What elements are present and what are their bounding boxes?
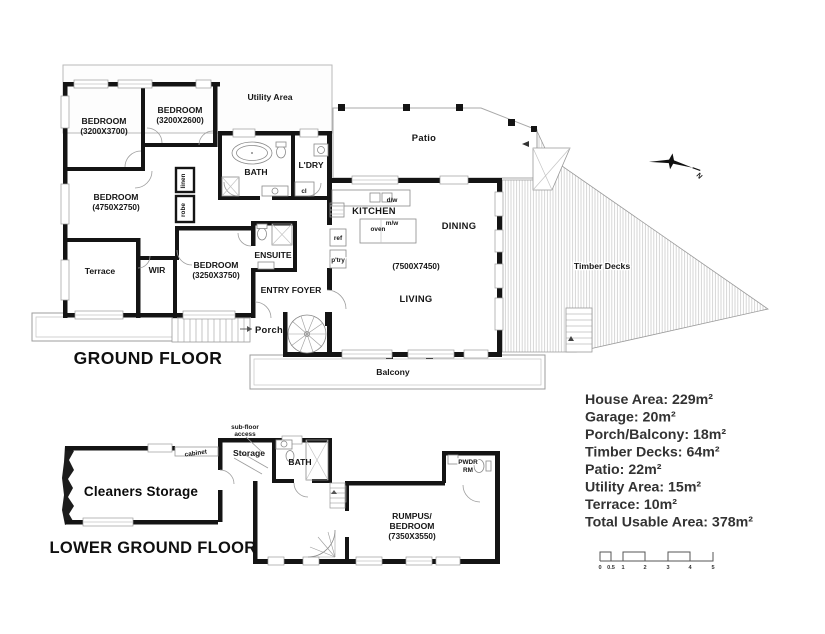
scale-tick-2: 2 bbox=[643, 565, 646, 571]
room-label-bedroom-4: BEDROOM bbox=[194, 260, 239, 270]
room-label-entry-foyer: ENTRY FOYER bbox=[261, 285, 322, 295]
room-label-timber-decks: Timber Decks bbox=[574, 261, 630, 271]
scale-tick-1: 1 bbox=[621, 565, 624, 571]
rock-wall bbox=[62, 446, 74, 525]
scale-tick-0: 0 bbox=[598, 565, 601, 571]
bathroom-fixtures bbox=[174, 141, 329, 270]
lower-ground-floor-title: LOWER GROUND FLOOR bbox=[49, 539, 256, 557]
scale-tick-5: 5 bbox=[711, 565, 714, 571]
label-cabinet: cabinet bbox=[184, 448, 208, 458]
label-sub-floor-access-line1: sub-floor bbox=[231, 424, 259, 431]
summary-total-usable-area: Total Usable Area: 378m² bbox=[585, 515, 753, 531]
lower-ground-floor-details bbox=[219, 436, 492, 558]
ground-floor-title: GROUND FLOOR bbox=[74, 348, 223, 368]
ground-floor-plan: Utility Area BEDROOM (3200X3700) BEDROOM… bbox=[31, 64, 769, 390]
lower-ground-floor-plan: sub-floor access Storage cabinet BATH Cl… bbox=[49, 424, 500, 566]
room-dims-bedroom-4: (3250X3750) bbox=[192, 271, 240, 280]
scale-tick-3: 3 bbox=[666, 565, 669, 571]
timber-decks-hatch bbox=[501, 130, 769, 353]
room-dims-bedroom-3: (4750X2750) bbox=[92, 203, 140, 212]
room-label-storage: Storage bbox=[233, 448, 265, 458]
room-label-dining: DINING bbox=[442, 220, 477, 231]
scale-bar: 0 0.5 1 2 3 4 5 bbox=[598, 551, 715, 571]
room-label-laundry: L'DRY bbox=[298, 160, 323, 170]
room-dims-rumpus: (7350X3550) bbox=[388, 532, 436, 541]
summary-timber-decks: Timber Decks: 64m² bbox=[585, 445, 720, 461]
room-label-bedroom-2: BEDROOM bbox=[158, 105, 203, 115]
room-label-bath: BATH bbox=[244, 167, 267, 177]
summary-terrace: Terrace: 10m² bbox=[585, 497, 677, 513]
fixture-label-microwave: m/w bbox=[386, 220, 398, 227]
summary-utility-area: Utility Area: 15m² bbox=[585, 480, 701, 496]
annotation-cleaners-storage: Cleaners Storage bbox=[84, 484, 199, 499]
room-label-patio: Patio bbox=[412, 132, 436, 143]
room-label-kitchen: KITCHEN bbox=[352, 205, 396, 216]
utility-area-outline bbox=[62, 64, 333, 134]
room-label-rumpus-line2: BEDROOM bbox=[390, 521, 435, 531]
room-dims-bedroom-2: (3200X2600) bbox=[156, 116, 204, 125]
north-label: N bbox=[694, 172, 703, 180]
summary-house-area: House Area: 229m² bbox=[585, 392, 713, 408]
ground-floor-walls bbox=[60, 79, 504, 359]
fixture-label-oven: oven bbox=[371, 226, 386, 233]
room-label-rumpus-line1: RUMPUS/ bbox=[392, 511, 432, 521]
room-dims-bedroom-1: (3200X3700) bbox=[80, 127, 128, 136]
room-label-ensuite: ENSUITE bbox=[254, 250, 292, 260]
lower-ground-floor-walls bbox=[62, 435, 500, 566]
label-robe: robe bbox=[180, 203, 187, 217]
summary-porch-balcony: Porch/Balcony: 18m² bbox=[585, 427, 726, 443]
fixture-label-fridge: ref bbox=[334, 235, 343, 242]
ground-floor-door-arcs bbox=[124, 127, 347, 319]
room-label-bedroom-1: BEDROOM bbox=[82, 116, 127, 126]
scale-tick-4: 4 bbox=[688, 565, 692, 571]
room-label-living: LIVING bbox=[399, 293, 432, 304]
room-label-porch: Porch bbox=[255, 324, 283, 335]
fixture-label-pantry: p'try bbox=[331, 257, 345, 264]
room-label-wir: WIR bbox=[149, 265, 166, 275]
label-linen: linen bbox=[180, 173, 187, 188]
label-sub-floor-access-line2: access bbox=[234, 431, 256, 438]
room-label-lower-bath: BATH bbox=[288, 457, 311, 467]
room-label-bedroom-3: BEDROOM bbox=[94, 192, 139, 202]
area-summary: House Area: 229m² Garage: 20m² Porch/Bal… bbox=[585, 392, 753, 531]
room-label-terrace: Terrace bbox=[85, 266, 116, 276]
fixture-label-dishwasher: d/w bbox=[387, 197, 398, 204]
summary-patio: Patio: 22m² bbox=[585, 462, 662, 478]
kitchen-fixtures bbox=[329, 189, 417, 269]
room-label-utility-area: Utility Area bbox=[247, 92, 292, 102]
scale-tick-05: 0.5 bbox=[607, 565, 615, 571]
room-label-powder-room-line1: PWDR bbox=[458, 459, 478, 466]
terrace-walkway bbox=[31, 312, 252, 343]
north-arrow-icon: N bbox=[648, 153, 703, 181]
label-closet: cl bbox=[301, 188, 307, 195]
spiral-staircase bbox=[287, 314, 327, 354]
summary-garage: Garage: 20m² bbox=[585, 410, 676, 426]
room-label-balcony: Balcony bbox=[376, 367, 410, 377]
room-label-powder-room-line2: RM bbox=[463, 467, 473, 474]
room-dims-living-dining: (7500X7450) bbox=[392, 262, 440, 271]
